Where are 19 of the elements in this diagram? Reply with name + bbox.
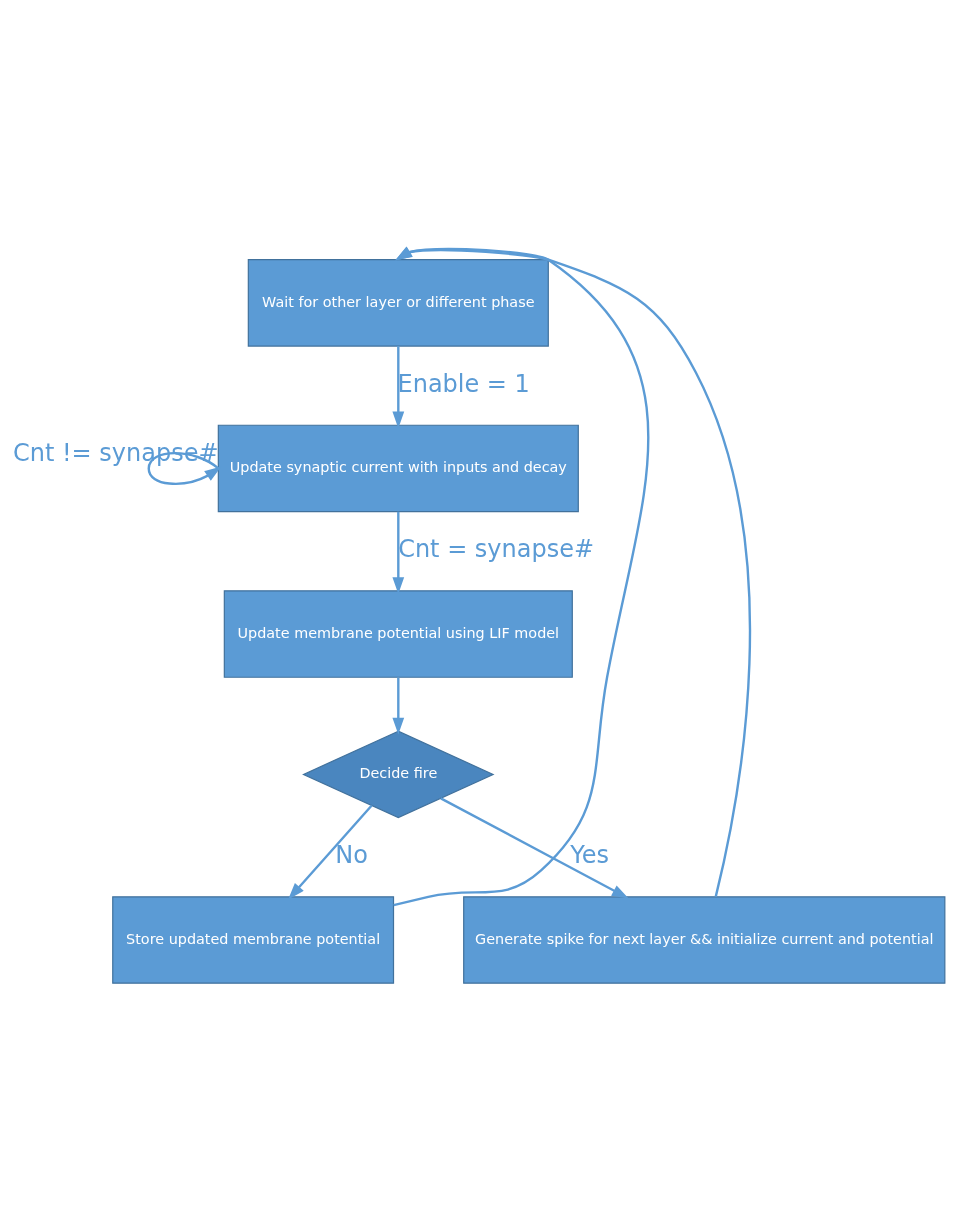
arrow xyxy=(392,511,405,595)
arrow xyxy=(440,797,629,899)
arrow xyxy=(288,804,373,900)
arrow xyxy=(392,677,405,735)
arrow xyxy=(147,452,222,485)
arrow xyxy=(395,246,751,897)
node-box: Store updated membrane potential xyxy=(112,896,395,984)
node-box: Wait for other layer or different phase xyxy=(247,259,549,347)
arrow xyxy=(392,346,405,429)
edge-label: Cnt = synapse# xyxy=(398,535,595,564)
node-box: Generate spike for next layer && initialize current and potential xyxy=(463,896,946,984)
node-box: Update synaptic current with inputs and decay xyxy=(217,424,579,513)
node-diamond: Decide fire xyxy=(302,730,495,819)
edge-label: Yes xyxy=(570,841,610,870)
node-box: Update membrane potential using LIF model xyxy=(223,590,573,678)
arrow xyxy=(393,246,650,907)
edge-label: No xyxy=(335,841,368,870)
edge-label: Cnt != synapse# xyxy=(13,439,219,468)
edge-label: Enable = 1 xyxy=(397,369,530,398)
